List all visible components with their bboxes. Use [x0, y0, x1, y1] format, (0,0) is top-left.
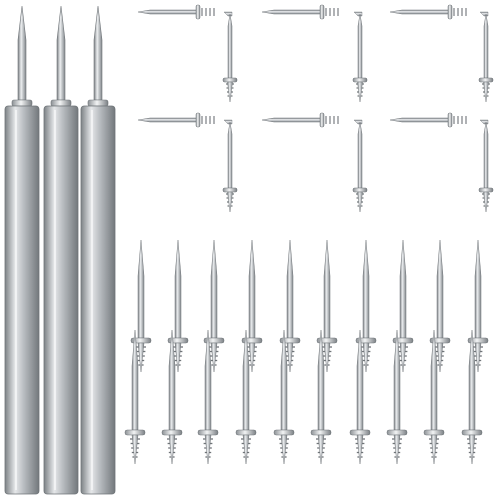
straight-pin — [197, 329, 219, 465]
straight-pin — [316, 239, 338, 373]
bent-pin — [352, 119, 368, 213]
straight-pin — [161, 329, 183, 465]
straight-pin — [273, 329, 295, 465]
bent-pin — [222, 119, 238, 213]
straight-pin — [124, 329, 146, 465]
straight-pin — [167, 239, 189, 373]
straight-pin — [203, 239, 225, 373]
bent-pin — [137, 4, 215, 20]
straight-pin — [130, 239, 152, 373]
straight-pins-group — [124, 239, 489, 465]
long-rod — [80, 5, 116, 495]
bent-pin — [222, 11, 238, 103]
bent-pin — [261, 112, 339, 128]
bent-pin — [352, 11, 368, 103]
straight-pin — [235, 329, 257, 465]
bent-pin — [478, 11, 494, 103]
bent-pins-group — [137, 4, 494, 213]
straight-pin — [310, 329, 332, 465]
long-rod — [43, 5, 79, 495]
bent-pin — [137, 112, 215, 128]
long-rods-group — [4, 5, 116, 495]
bent-pin — [389, 112, 467, 128]
bent-pin — [389, 4, 467, 20]
bent-pin — [478, 119, 494, 213]
straight-pin — [423, 329, 445, 465]
straight-pin — [429, 239, 451, 373]
straight-pin — [461, 329, 483, 465]
straight-pin — [355, 239, 377, 373]
straight-pin — [349, 329, 371, 465]
long-rod — [4, 5, 40, 495]
bent-pin — [261, 4, 339, 20]
straight-pin — [279, 239, 301, 373]
straight-pin — [386, 329, 408, 465]
